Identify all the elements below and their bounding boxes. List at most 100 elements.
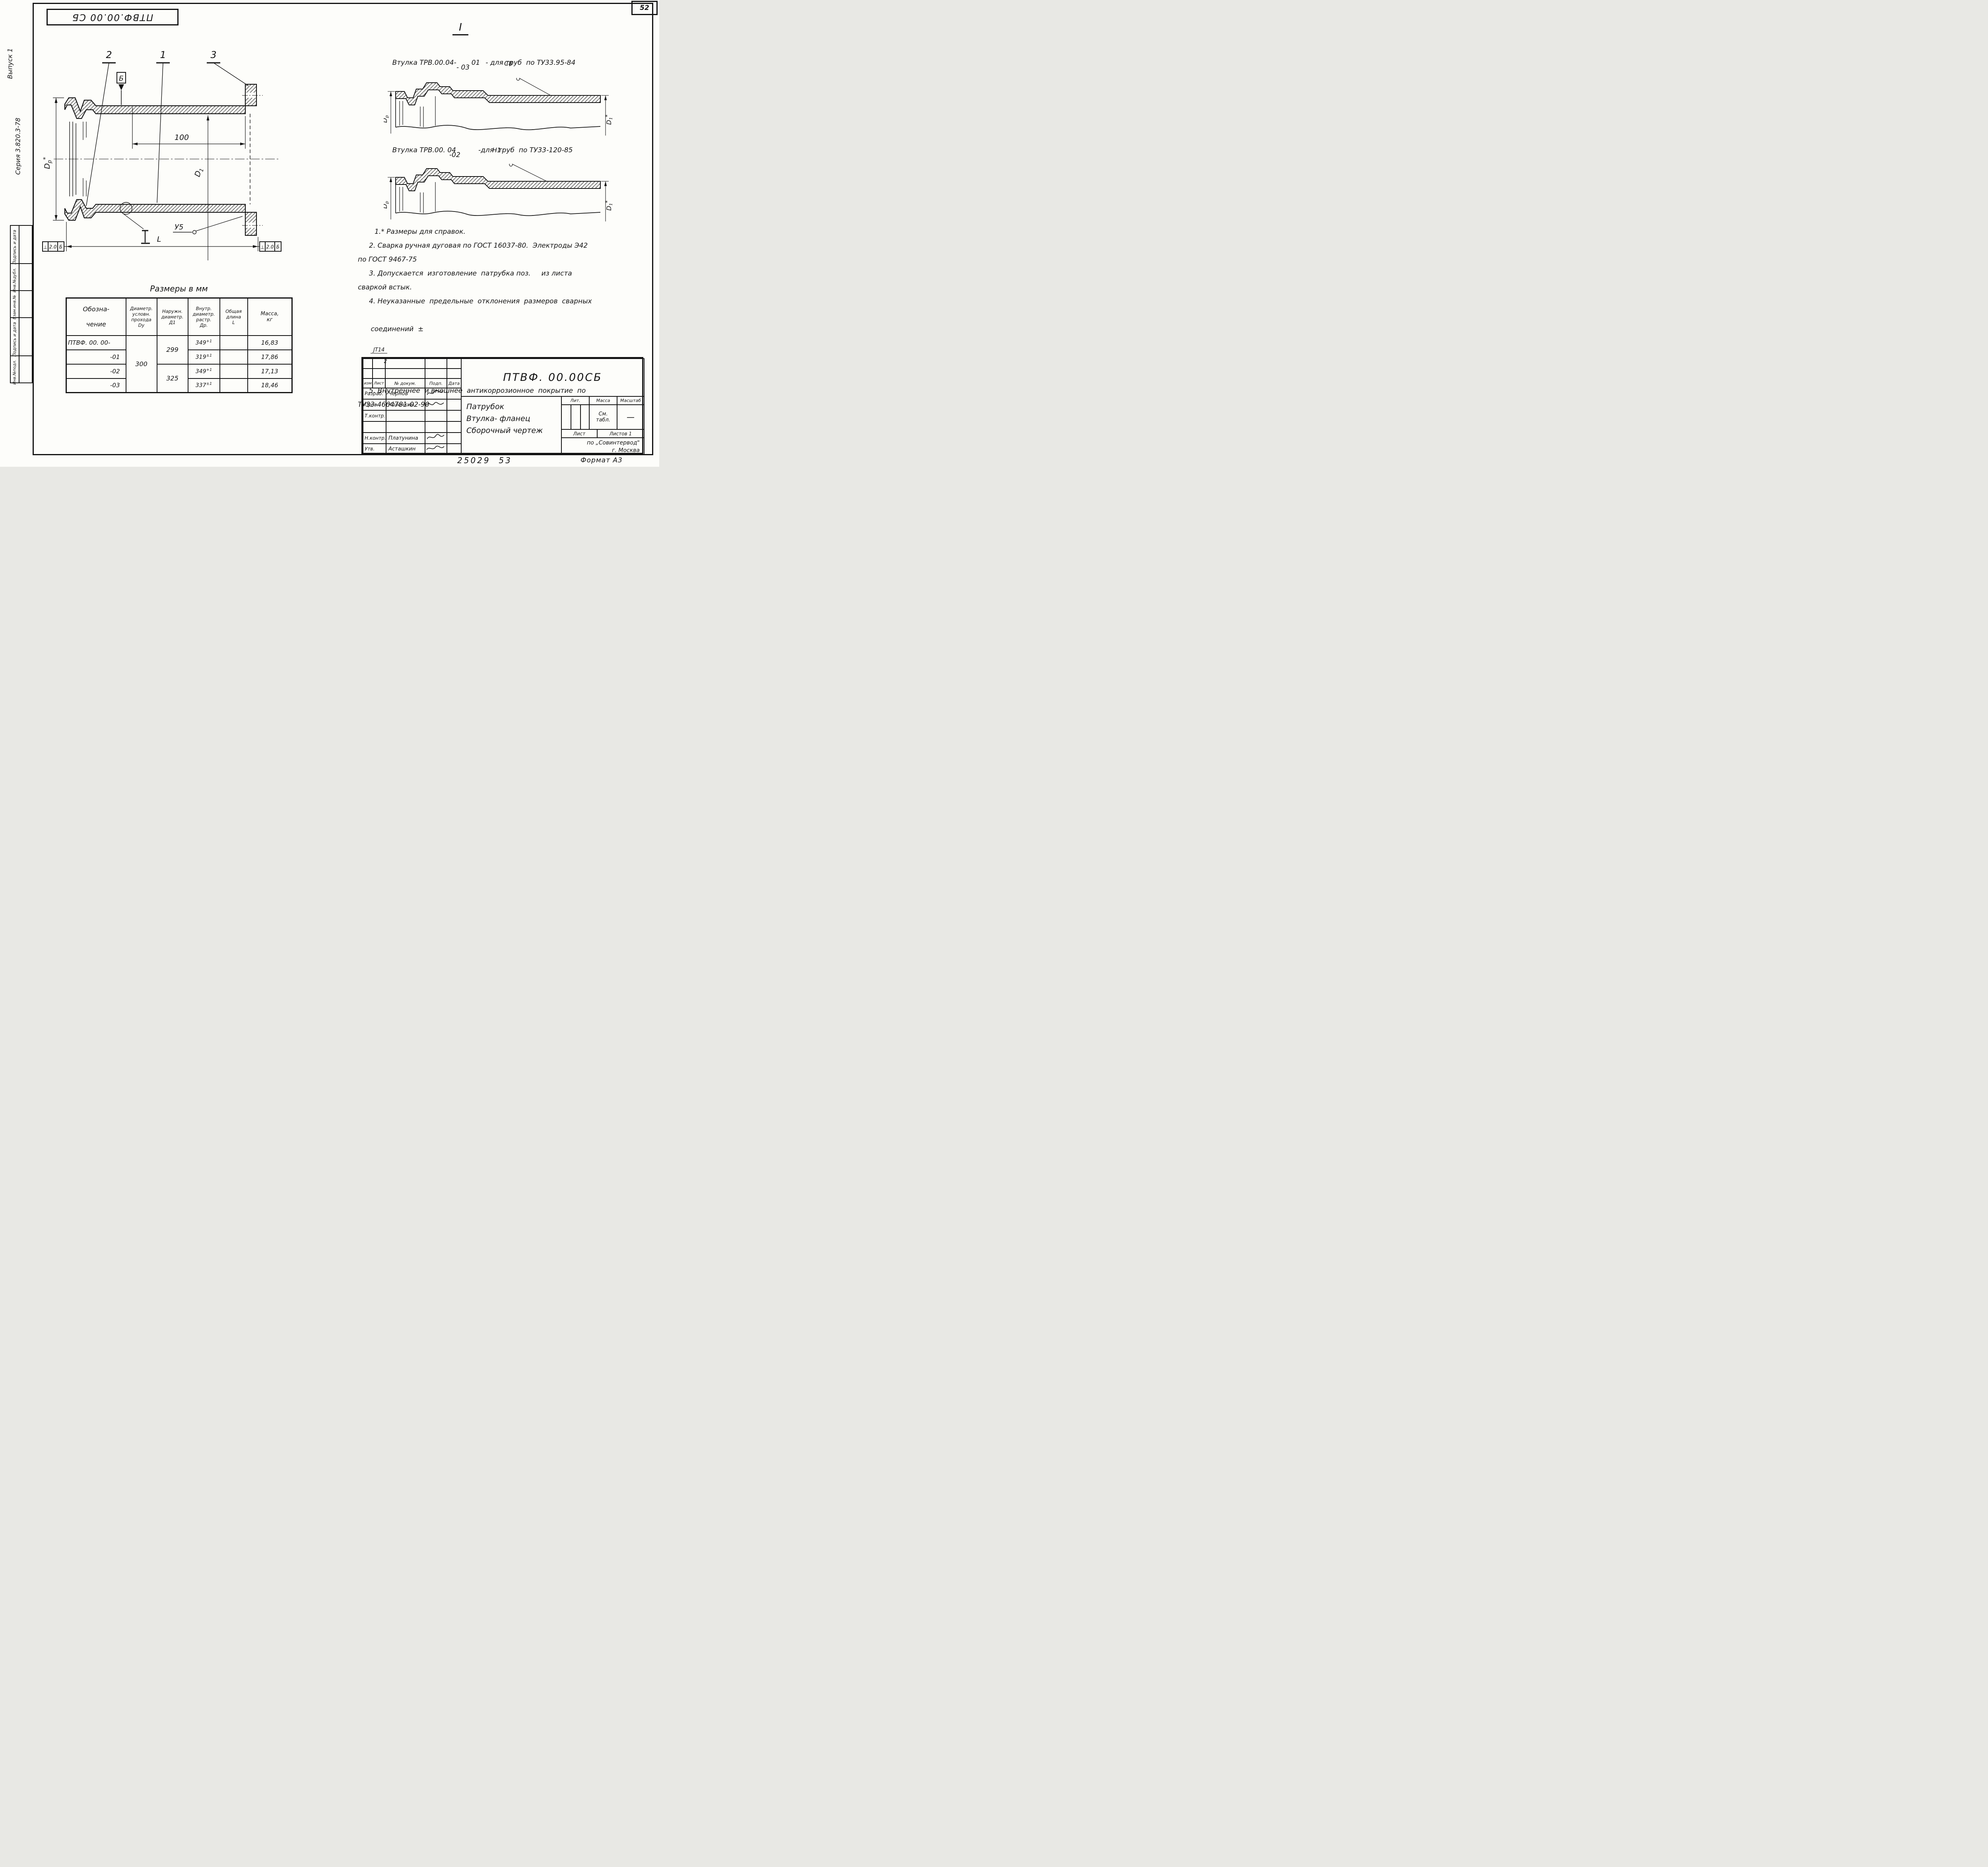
col-mass: Масса, кг xyxy=(247,297,293,336)
d1-dp-base: D xyxy=(384,118,388,123)
col-designation: Обозна- чение xyxy=(66,297,126,336)
dim-l-label: L xyxy=(157,235,161,244)
lit-cell-3 xyxy=(580,404,590,430)
detail2-caption-name: Втулка ТРВ.00. 04 xyxy=(392,146,456,154)
dim-dp: Dр* xyxy=(42,97,64,221)
doc-title-line3: Сборочный чертеж xyxy=(466,426,543,435)
cell-len xyxy=(219,335,248,350)
size-table: Обозна- чение Диаметр. условн. прохода D… xyxy=(66,297,293,393)
cell-mass: 16,83 xyxy=(247,335,293,350)
format-note: Формат А3 xyxy=(580,456,623,464)
d2-d1-sub: 1 xyxy=(609,203,613,206)
cell-len xyxy=(219,363,248,379)
sign-signature xyxy=(425,399,447,411)
stamp-label: Взам.инв.№ xyxy=(12,295,17,320)
stamp-cell-inv-dubl: Инв.№дубл. xyxy=(10,263,19,293)
detail-circle-i xyxy=(120,202,150,244)
dim-100-value: 100 xyxy=(175,133,189,142)
tol-symbol: ⊥ xyxy=(43,245,47,250)
sign-name: Козочкин xyxy=(386,399,425,411)
cell-dn: 300 xyxy=(125,335,157,393)
doc-number-cell: ПТВФ. 00.00СБ xyxy=(461,358,645,397)
lit-label: Лит. xyxy=(561,396,590,405)
rev-h-data: Дата xyxy=(447,378,462,388)
detail-heading-text: I xyxy=(459,21,462,33)
d2-dp-star: * xyxy=(384,198,386,201)
stamp-blank xyxy=(19,225,33,264)
note-4: 4. Неуказанные предельные отклонения раз… xyxy=(369,297,592,305)
cell-mass: 17,86 xyxy=(247,349,293,365)
detail2-variant: -02 xyxy=(449,151,460,159)
issue-label-wrap: Выпуск 1 xyxy=(2,24,15,83)
svg-text:Dр*: Dр* xyxy=(42,157,53,169)
sign-role: Разраб. xyxy=(363,388,386,400)
dim-dp-sub: р xyxy=(47,160,53,163)
stamp-blank xyxy=(19,290,33,318)
datum-flag-b: Б xyxy=(116,72,126,105)
stamp-label: Подпись и дата xyxy=(12,322,17,357)
sign-role: Утв. xyxy=(363,443,386,454)
tol-datum: Б xyxy=(59,244,62,250)
d1-d1-sub: 1 xyxy=(609,117,613,120)
signature-mark xyxy=(426,446,445,450)
detail1-variant2: - 03 xyxy=(456,64,470,72)
cell-designation: -03 xyxy=(66,378,126,393)
cell-designation: ПТВФ. 00. 00- xyxy=(66,335,126,350)
detail-view-1: Dр* D1* xyxy=(384,78,612,136)
cell-dr: 319±1 xyxy=(187,349,220,365)
cell-d1: 325 xyxy=(156,363,188,393)
lit-cell-2 xyxy=(571,404,581,430)
detail1-dim-dp: Dр* xyxy=(384,91,395,134)
sheet-number: 52 xyxy=(640,4,649,12)
note-2b: по ГОСТ 9467-75 xyxy=(358,256,417,264)
issue-label: Выпуск 1 xyxy=(6,48,14,79)
dim-dp-star: * xyxy=(42,157,49,160)
svg-text:D1: D1 xyxy=(193,167,205,178)
dim-100: 100 xyxy=(132,107,246,149)
doc-title-cell: Патрубок Втулка- фланец Сборочный чертеж xyxy=(461,396,562,455)
col-dn: Диаметр. условн. прохода Dу xyxy=(125,297,157,336)
dr-tol: +1 xyxy=(206,339,212,344)
signature-mark xyxy=(426,402,444,406)
table-row: ПТВФ. 00. 00- 300 299 349+1 16,83 xyxy=(66,335,293,393)
scale-value: — xyxy=(617,404,645,430)
col-dr: Внутр. диаметр. растр. Др. xyxy=(187,297,220,336)
note-4b-prefix: соединений ± xyxy=(371,325,424,333)
tolerance-frame-right: ⊥ 2.0 Б xyxy=(259,241,282,252)
table-row: -01 319±1 17,86 xyxy=(66,349,293,365)
tol-symbol: ⊥ xyxy=(260,245,264,250)
rev-h-list: Лист xyxy=(372,378,386,388)
svg-text:D1*: D1* xyxy=(605,200,612,211)
stamp-blank xyxy=(19,263,33,291)
main-assembly-view: 2 1 3 Б Dр* xyxy=(42,49,282,260)
weld-callout-u5: У5 xyxy=(173,216,243,235)
callout-3: 3 xyxy=(210,49,216,60)
svg-text:D1*: D1* xyxy=(605,115,612,125)
signature-mark xyxy=(427,434,445,439)
cell-len xyxy=(219,378,248,393)
doc-title-line1: Патрубок xyxy=(466,402,505,411)
weld-c8: С8 xyxy=(504,60,513,67)
doc-title-line2: Втулка- фланец xyxy=(466,414,530,423)
note-3b: сваркой встык. xyxy=(358,283,412,291)
svg-text:Dр*: Dр* xyxy=(384,113,390,123)
dr-base: 337 xyxy=(195,382,206,389)
margin-stamp-column: Подпись и дата Инв.№дубл. Взам.инв.№ Под… xyxy=(10,225,33,385)
detail1-weld-label: С8 xyxy=(504,60,513,67)
dim-d1-base: D xyxy=(193,170,203,178)
d2-dp-base: D xyxy=(384,204,388,209)
detail1-caption: Втулка ТРВ.00.04-01- для труб по ТУ33.95… xyxy=(384,51,576,75)
weld-n1: Н1 xyxy=(492,146,501,154)
col-len: Общая длина L xyxy=(219,297,248,336)
org-line2: г. Москва xyxy=(612,447,640,454)
sleeve-profile-2 xyxy=(395,168,601,216)
flange xyxy=(242,83,263,236)
d2-d1-star: * xyxy=(605,200,611,203)
sheet-number-box: 52 xyxy=(631,1,658,15)
d2-dp-sub: р xyxy=(384,201,390,204)
signature-mark xyxy=(427,390,444,395)
stamp-label: Инв.№подл. xyxy=(12,359,17,385)
dr-base: 349 xyxy=(195,340,206,346)
size-table-title: Размеры в мм xyxy=(150,284,208,293)
tol-value: 2.0 xyxy=(49,244,56,250)
